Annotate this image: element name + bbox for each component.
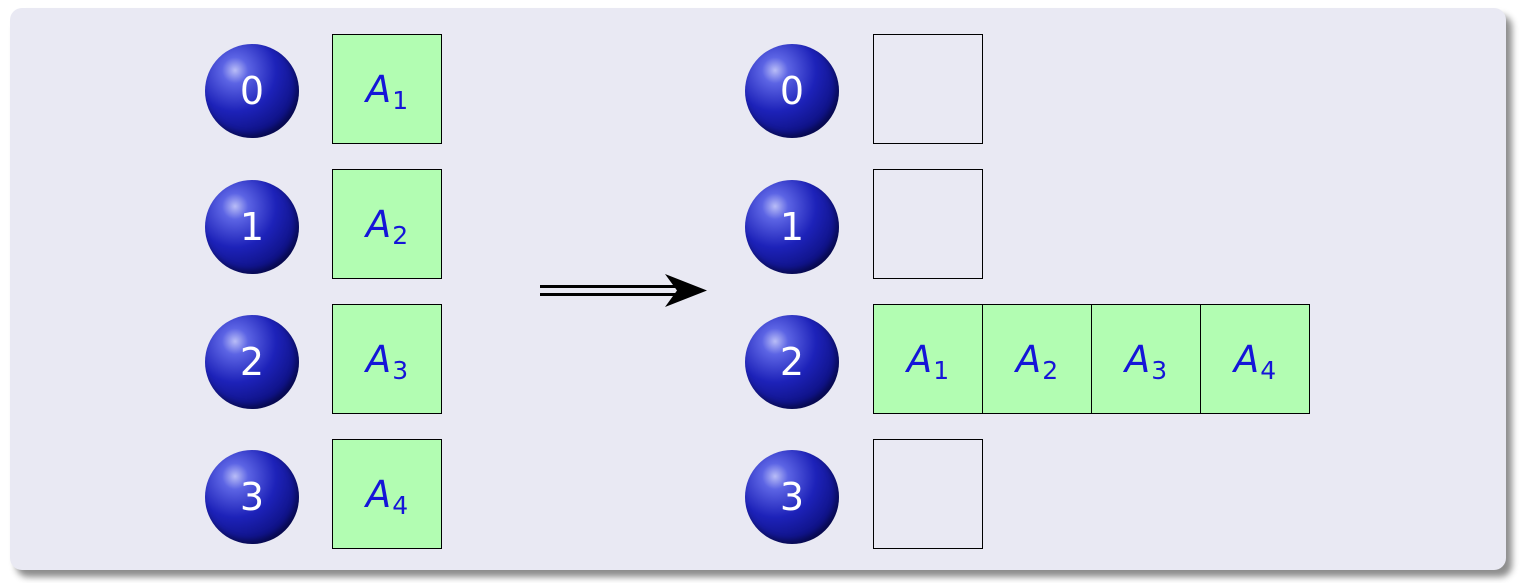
left-rank-ball-1: 1 <box>205 180 299 274</box>
cell-subscript: 1 <box>933 355 950 385</box>
cell-letter: A <box>365 337 392 381</box>
right-empty-cell-0 <box>873 34 983 144</box>
cell-subscript: 1 <box>392 85 409 115</box>
cell-letter: A <box>365 67 392 111</box>
double-right-arrow-icon <box>540 274 707 307</box>
cell-subscript: 2 <box>392 220 409 250</box>
right-rank-ball-2: 2 <box>745 315 839 409</box>
right-empty-cell-3 <box>873 439 983 549</box>
right-rank-ball-3: 3 <box>745 450 839 544</box>
right-empty-cell-1 <box>873 169 983 279</box>
cell-letter: A <box>1015 337 1042 381</box>
cell-letter: A <box>365 202 392 246</box>
cell-letter: A <box>906 337 933 381</box>
cell-letter: A <box>365 472 392 516</box>
left-rank-ball-2: 2 <box>205 315 299 409</box>
left-rank-ball-3: 3 <box>205 450 299 544</box>
cell-subscript: 4 <box>1260 355 1277 385</box>
cell-letter: A <box>1124 337 1151 381</box>
cell-subscript: 3 <box>1151 355 1168 385</box>
right-rank-ball-0: 0 <box>745 44 839 138</box>
cell-letter: A <box>1233 337 1260 381</box>
cell-subscript: 3 <box>392 355 409 385</box>
right-rank-ball-1: 1 <box>745 180 839 274</box>
cell-subscript: 4 <box>392 490 409 520</box>
cell-subscript: 2 <box>1042 355 1059 385</box>
left-rank-ball-0: 0 <box>205 44 299 138</box>
